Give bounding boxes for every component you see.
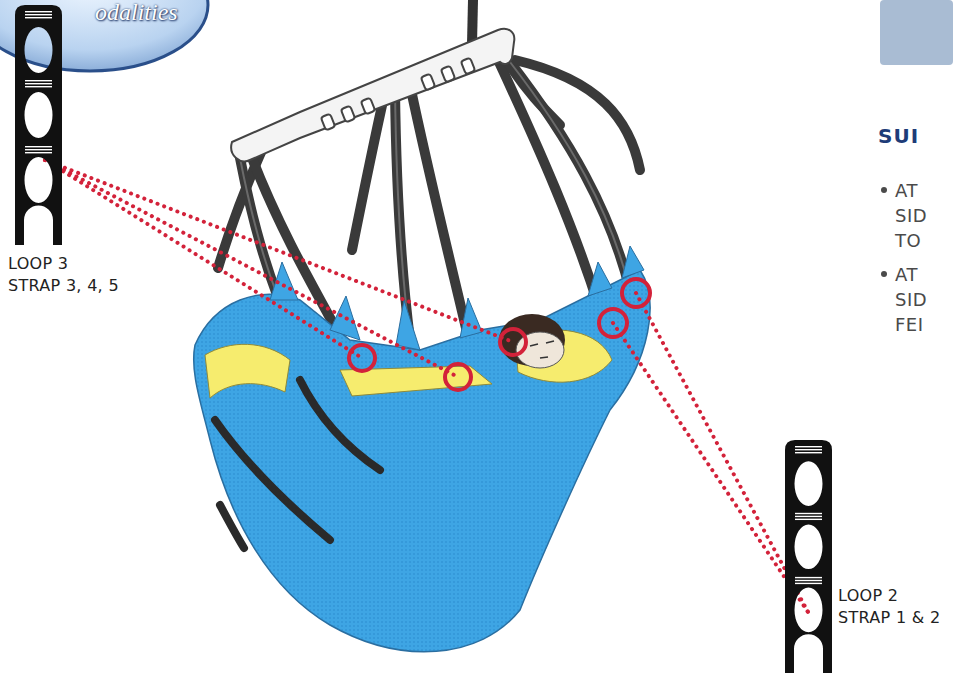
bar-slots <box>321 58 476 131</box>
strap-stitch <box>25 146 52 147</box>
bullet-text: AT SID TO <box>895 178 927 253</box>
strap-outline <box>785 440 832 673</box>
strap-stitch <box>795 583 822 584</box>
side-panel <box>880 0 953 65</box>
strap-stitch <box>25 83 52 84</box>
sling-texture <box>194 270 650 652</box>
strap-stitch <box>25 149 52 150</box>
strap-stitch <box>795 519 822 520</box>
sling-body <box>194 270 650 652</box>
loop-label: STRAP 3, 4, 5 <box>8 275 119 297</box>
strap-stitch <box>795 452 822 453</box>
spreader-bar <box>231 29 514 162</box>
loop-strap: LOOP 2STRAP 1 & 2 <box>785 440 953 673</box>
strap-stitch <box>25 152 52 153</box>
strap-shape <box>785 440 832 673</box>
strap-stitch <box>795 513 822 514</box>
sling-tabs <box>270 246 644 350</box>
bullet <box>881 271 887 277</box>
loop-label: STRAP 1 & 2 <box>838 607 940 629</box>
strap-stitch <box>795 580 822 581</box>
strap-stitching <box>240 62 630 340</box>
attachment-circle <box>349 279 650 390</box>
strap-stitch <box>25 17 52 18</box>
loop-label: LOOP 2 <box>838 585 940 607</box>
hanger-strap <box>467 0 478 44</box>
strap-stitch <box>795 577 822 578</box>
bullet-text: AT SID FEI <box>895 262 927 337</box>
leader-lines <box>45 160 808 612</box>
leg-belts <box>215 380 380 548</box>
text-group: LOOP 3STRAP 3, 4, 5 <box>8 253 119 297</box>
strap-stitch <box>25 86 52 87</box>
strap-stitch <box>25 80 52 81</box>
section-heading: SUI <box>878 123 919 149</box>
strap-stitch <box>25 14 52 15</box>
loop-strap: LOOP 3STRAP 3, 4, 5 <box>8 5 133 300</box>
loop-label: LOOP 3 <box>8 253 119 275</box>
strap-stitch <box>795 449 822 450</box>
bullet <box>881 187 887 193</box>
strap-stitch <box>25 11 52 12</box>
badge-title: odalities <box>95 0 178 25</box>
strap-stitch <box>795 516 822 517</box>
sling-padding <box>205 330 612 398</box>
text-group: LOOP 2STRAP 1 & 2 <box>838 585 940 629</box>
strap-stitch <box>795 446 822 447</box>
strap-shape <box>15 5 62 245</box>
text-group: odalities <box>95 0 178 25</box>
strap-outline <box>15 5 62 245</box>
